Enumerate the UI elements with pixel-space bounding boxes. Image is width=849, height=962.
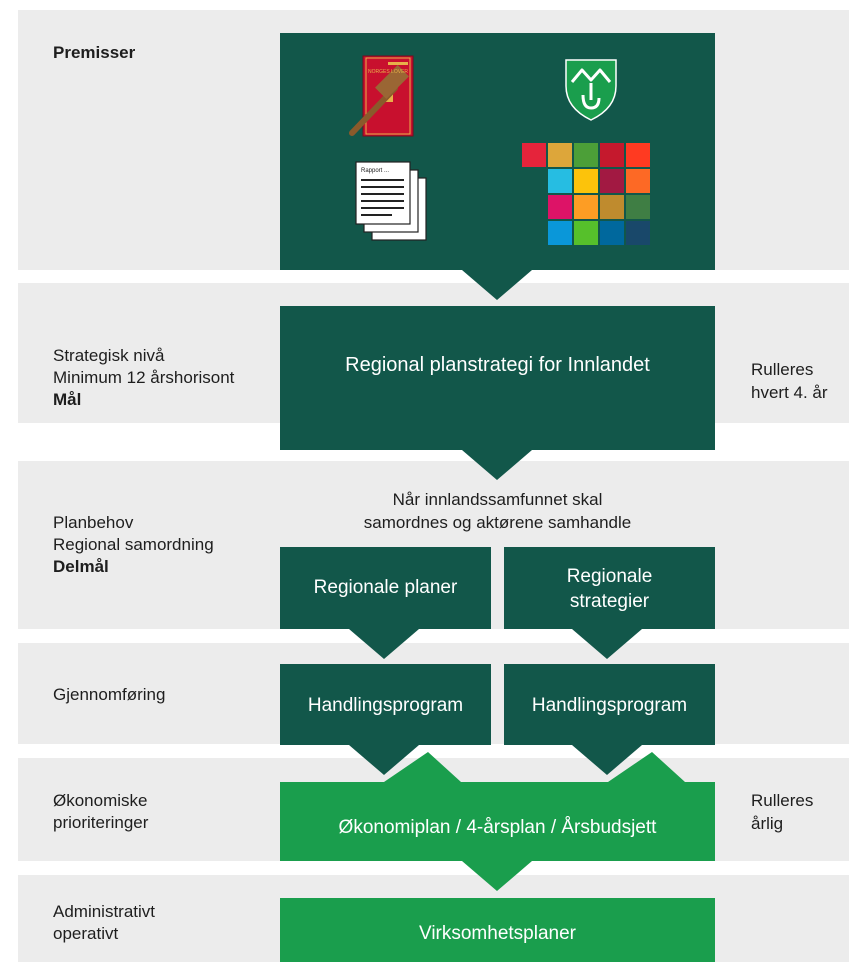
handlingsprogram-left-box [280,664,491,775]
okonomiplan-box [280,752,715,891]
okonomi-right1: Rulleres [751,791,814,810]
strategisk-rullering: Rulleres hvert 4. år [751,358,828,404]
planbehov-intro: Når innlandssamfunnet skal samordnes og … [280,488,715,534]
strategisk-right2: hvert 4. år [751,383,828,402]
planbehov-label: Planbehov Regional samordning Delmål [53,512,214,578]
administrativt-line2: operativt [53,924,119,943]
planstrategi-text: Regional planstrategi for Innlandet [345,353,650,376]
coat-of-arms-icon [565,59,617,121]
premisser-title: Premisser [53,43,136,62]
okonomi-rullering: Rulleres årlig [751,789,813,835]
okonomi-line1: Økonomiske [53,791,148,810]
okonomi-line2: prioriteringer [53,813,149,832]
okonomiplan-text: Økonomiplan / 4-årsplan / Årsbudsjett [338,816,657,838]
planbehov-line1: Planbehov [53,513,134,532]
virksomhetsplaner-box [280,898,715,962]
handlingsprogram-left-text: Handlingsprogram [307,694,464,716]
strategisk-label: Strategisk nivå Minimum 12 årshorisont M… [53,345,234,411]
planbehov-intro2: samordnes og aktørene samhandle [363,513,632,532]
strategisk-line2: Minimum 12 årshorisont [53,368,235,387]
strategisk-bold: Mål [53,390,82,409]
virksomhetsplaner-text: Virksomhetsplaner [418,922,576,944]
regionale-strategier-box [504,547,715,659]
planbehov-intro1: Når innlandssamfunnet skal [392,490,603,509]
documents-icon: Rapport ... [355,161,427,241]
handlingsprogram-right-box [504,664,715,775]
administrativt-line1: Administrativt [53,902,156,921]
regionale-strategier-text: Regionale strategier [566,566,653,612]
planbehov-line2: Regional samordning [53,535,214,554]
regionale-planer-box [280,547,491,659]
okonomi-label: Økonomiske prioriteringer [53,790,148,834]
gjennomforing-label: Gjennomføring [53,684,165,706]
okonomi-right2: årlig [751,814,784,833]
gjennomforing-text: Gjennomføring [53,685,166,704]
planstrategi-box [280,306,715,480]
strategisk-line1: Strategisk nivå [53,346,165,365]
premisser-label: Premisser [53,42,135,64]
strategisk-right1: Rulleres [751,360,814,379]
handlingsprogram-right-text: Handlingsprogram [531,694,688,716]
law-book-icon: NORGES LOVER [349,55,414,137]
planbehov-bold: Delmål [53,557,109,576]
sdg-goals-icon [522,143,650,245]
administrativt-label: Administrativt operativt [53,901,155,945]
book-title-text: NORGES LOVER [368,69,408,75]
document-title-text: Rapport ... [361,168,389,174]
regionale-planer-text: Regionale planer [313,576,458,598]
